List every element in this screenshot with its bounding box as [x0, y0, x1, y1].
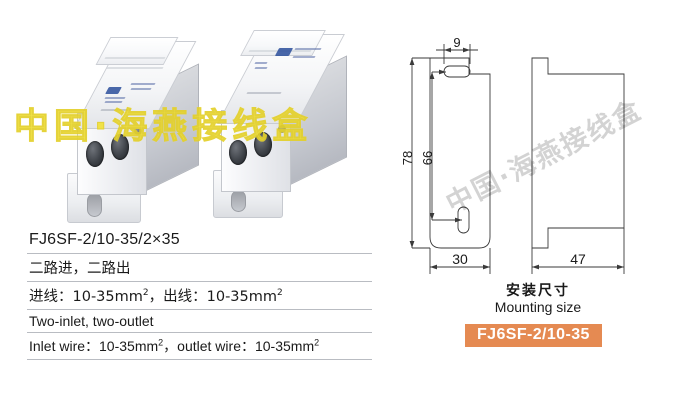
product-label-text [104, 97, 126, 99]
foot-slot [231, 190, 246, 212]
sup-square: 2 [142, 288, 149, 299]
product-photo-left [55, 35, 230, 225]
drawing-caption: 安装尺寸 Mounting size [396, 283, 680, 316]
dim-47-arrow-left [532, 264, 539, 270]
product-label-text [130, 83, 156, 85]
model-badge: FJ6SF-2/10-35 [465, 324, 602, 347]
spec-row-model: FJ6SF-2/10-35/2×35 [27, 228, 372, 254]
product-label-text [130, 88, 152, 90]
cable-hole [254, 132, 272, 157]
product-label-text [100, 109, 132, 111]
spec-row-circuits-en: Two-inlet, two-outlet [27, 310, 372, 333]
specification-table: FJ6SF-2/10-35/2×35 二路进，二路出 进线：10-35mm2，出… [27, 228, 372, 360]
inlet-wire-cn-label: 进线：10-35mm [29, 289, 143, 305]
lid-ridge [106, 67, 164, 69]
sup-square: 2 [314, 337, 320, 348]
product-label-text [254, 67, 268, 69]
product-label-text [246, 92, 282, 94]
outlet-wire-cn-label: ，出线：10-35mm [148, 289, 278, 305]
product-label-text [254, 62, 268, 64]
dim-78-arrow-bottom [409, 241, 415, 248]
screw [278, 125, 286, 133]
product-photo-area: 中国·海燕接线盒 [0, 0, 400, 228]
dim-label-47: 47 [570, 251, 586, 267]
dim-78-arrow-top [409, 58, 415, 65]
dim-66-ext-bottom-arrow [455, 217, 462, 223]
lid-ridge [104, 57, 166, 59]
side-view-outline [531, 57, 625, 249]
dim-9-arrow-right [463, 47, 470, 53]
product-label-text [292, 56, 316, 58]
dim-label-66: 66 [420, 151, 435, 165]
dim-66-arrow-bottom [429, 213, 435, 220]
inlet-wire-en-label: Inlet wire：10-35mm [29, 338, 159, 354]
front-view-outline [429, 57, 491, 249]
sup-square: 2 [277, 288, 283, 299]
foot-slot [87, 193, 102, 217]
dim-30-arrow-left [430, 264, 437, 270]
cable-hole [111, 134, 129, 160]
dim-66-arrow-top [429, 72, 435, 79]
spec-row-circuits-cn: 二路进，二路出 [27, 254, 372, 282]
product-photo-right [203, 30, 388, 225]
cable-hole [229, 140, 247, 165]
mounting-drawing: 9 78 66 30 47 [396, 22, 680, 302]
dim-9-arrow-left [444, 47, 451, 53]
dim-label-9: 9 [453, 35, 460, 50]
dim-label-78: 78 [400, 151, 415, 165]
sup-square: 2 [158, 337, 164, 348]
dim-label-30: 30 [452, 251, 468, 267]
dim-30-arrow-right [483, 264, 490, 270]
product-label-text [104, 101, 123, 103]
caption-en: Mounting size [494, 299, 582, 315]
dim-66-ext-top-arrow [439, 69, 446, 75]
outlet-wire-en-label: ，outlet wire：10-35mm [163, 338, 315, 354]
mounting-drawing-svg: 9 78 66 30 47 [400, 35, 625, 274]
dim-47-arrow-right [617, 264, 624, 270]
spec-row-wire-cn: 进线：10-35mm2，出线：10-35mm2 [27, 282, 372, 310]
spec-row-wire-en: Inlet wire：10-35mm2，outlet wire：10-35mm2 [27, 333, 372, 360]
top-mounting-slot [443, 65, 471, 78]
caption-cn: 安装尺寸 [506, 283, 570, 299]
cable-hole [86, 141, 104, 167]
product-label-text [294, 48, 322, 50]
